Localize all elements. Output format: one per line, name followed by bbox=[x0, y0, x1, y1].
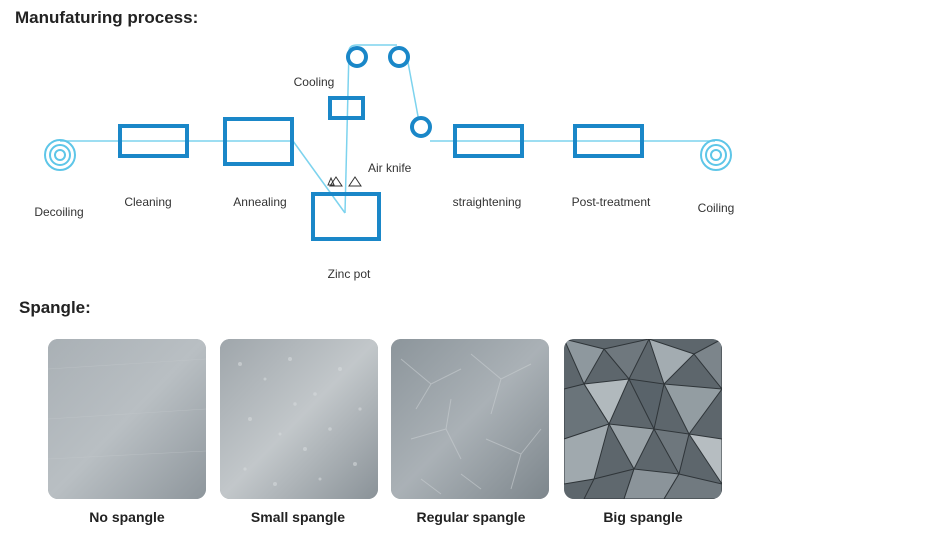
caption-regular-spangle: Regular spangle bbox=[416, 509, 526, 525]
steel-strip-line bbox=[60, 44, 715, 214]
swatch-regular-spangle bbox=[391, 339, 549, 499]
coiler-roll bbox=[700, 139, 732, 171]
straightening-unit bbox=[453, 124, 524, 158]
process-diagram: Decoiling Cleaning Annealing Cooling Air… bbox=[34, 44, 735, 281]
swatch-no-spangle bbox=[48, 339, 206, 499]
swatch-big-spangle bbox=[564, 339, 722, 499]
decoiler-roll bbox=[44, 139, 76, 171]
post-treatment-unit bbox=[573, 124, 644, 158]
swatch-small-spangle bbox=[220, 339, 378, 499]
label-straightening: straightening bbox=[453, 195, 522, 209]
cooling-unit bbox=[328, 96, 365, 120]
label-zinc-pot: Zinc pot bbox=[328, 267, 371, 281]
process-heading: Manufaturing process: bbox=[15, 8, 199, 27]
annealing-furnace bbox=[223, 117, 294, 166]
label-annealing: Annealing bbox=[233, 195, 286, 209]
label-air-knife: Air knife bbox=[368, 161, 412, 175]
label-decoiling: Decoiling bbox=[34, 205, 83, 219]
spangle-heading: Spangle: bbox=[19, 298, 91, 317]
label-cleaning: Cleaning bbox=[124, 195, 171, 209]
caption-big-spangle: Big spangle bbox=[603, 509, 683, 525]
caption-no-spangle: No spangle bbox=[89, 509, 165, 525]
zinc-pot bbox=[311, 192, 381, 241]
tower-roll-right bbox=[388, 46, 410, 68]
caption-small-spangle: Small spangle bbox=[250, 509, 346, 525]
label-cooling: Cooling bbox=[294, 75, 335, 89]
turn-roll bbox=[410, 116, 432, 138]
label-coiling: Coiling bbox=[698, 201, 735, 215]
air-knife-icon bbox=[327, 176, 362, 187]
tower-roll-left bbox=[346, 46, 368, 68]
label-post-treatment: Post-treatment bbox=[572, 195, 651, 209]
cleaning-unit bbox=[118, 124, 189, 158]
